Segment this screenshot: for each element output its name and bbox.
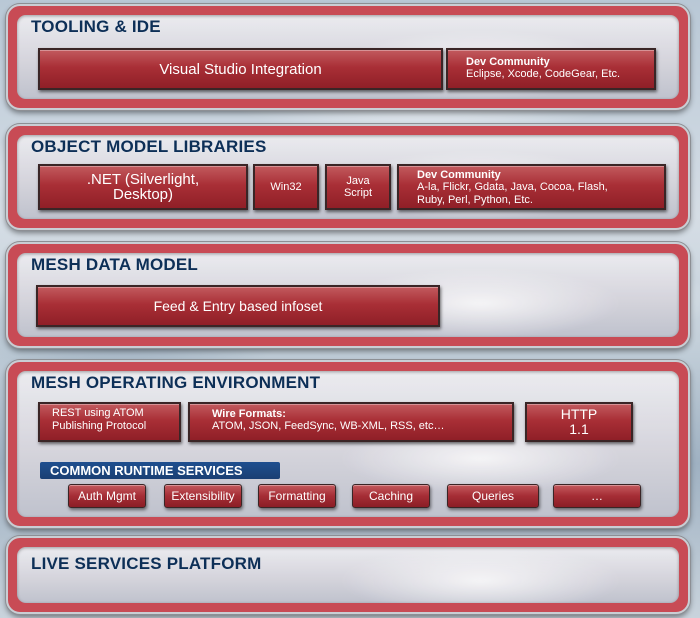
box-text: Eclipse, Xcode, CodeGear, Etc. [466,68,621,80]
box-text-line1: A-la, Flickr, Gdata, Java, Cocoa, Flash, [417,181,608,193]
service-extensibility: Extensibility [164,484,242,508]
layer-title: TOOLING & IDE [31,17,161,36]
service-more: … [553,484,641,508]
layer-title: LIVE SERVICES PLATFORM [31,554,262,573]
box-text-line1: REST using ATOM [52,407,144,419]
box-label: Win32 [270,181,302,193]
box-text-line2: Publishing Protocol [52,420,147,432]
wire-formats-box: Wire Formats: ATOM, JSON, FeedSync, WB-X… [188,402,514,442]
box-label-line1: HTTP [560,406,598,422]
common-runtime-services-label: COMMON RUNTIME SERVICES [40,462,280,479]
visual-studio-integration-box: Visual Studio Integration [38,48,443,90]
service-formatting: Formatting [258,484,336,508]
box-heading: Wire Formats: [212,408,286,420]
layer-platform-panel: LIVE SERVICES PLATFORM [17,547,679,603]
box-label-line2: 1.1 [569,421,589,437]
feed-entry-infoset-box: Feed & Entry based infoset [36,285,440,327]
box-heading: Dev Community [466,56,550,68]
service-queries: Queries [447,484,539,508]
service-auth-mgmt: Auth Mgmt [68,484,146,508]
box-text-line2: Ruby, Perl, Python, Etc. [417,194,533,206]
box-heading: Dev Community [417,169,501,181]
layer-title: MESH DATA MODEL [31,255,199,274]
box-label-line1: .NET (Silverlight, [86,171,200,188]
box-label-line2: Script [343,187,373,199]
box-label-line2: Desktop) [112,186,174,203]
layer-live-services-platform: LIVE SERVICES PLATFORM [6,536,690,614]
box-label-line1: Java [346,175,370,187]
dotnet-box: .NET (Silverlight, Desktop) [38,164,248,210]
rest-atom-box: REST using ATOM Publishing Protocol [38,402,181,442]
layer-title: OBJECT MODEL LIBRARIES [31,137,267,156]
dev-community-box: Dev Community Eclipse, Xcode, CodeGear, … [446,48,656,90]
javascript-box: Java Script [325,164,391,210]
box-label: Visual Studio Integration [159,60,322,78]
service-caching: Caching [352,484,430,508]
win32-box: Win32 [253,164,319,210]
box-text: ATOM, JSON, FeedSync, WB-XML, RSS, etc… [212,420,445,432]
http-box: HTTP 1.1 [525,402,633,442]
dev-community-box: Dev Community A-la, Flickr, Gdata, Java,… [397,164,666,210]
layer-title: MESH OPERATING ENVIRONMENT [31,373,321,392]
box-label: Feed & Entry based infoset [153,297,323,314]
